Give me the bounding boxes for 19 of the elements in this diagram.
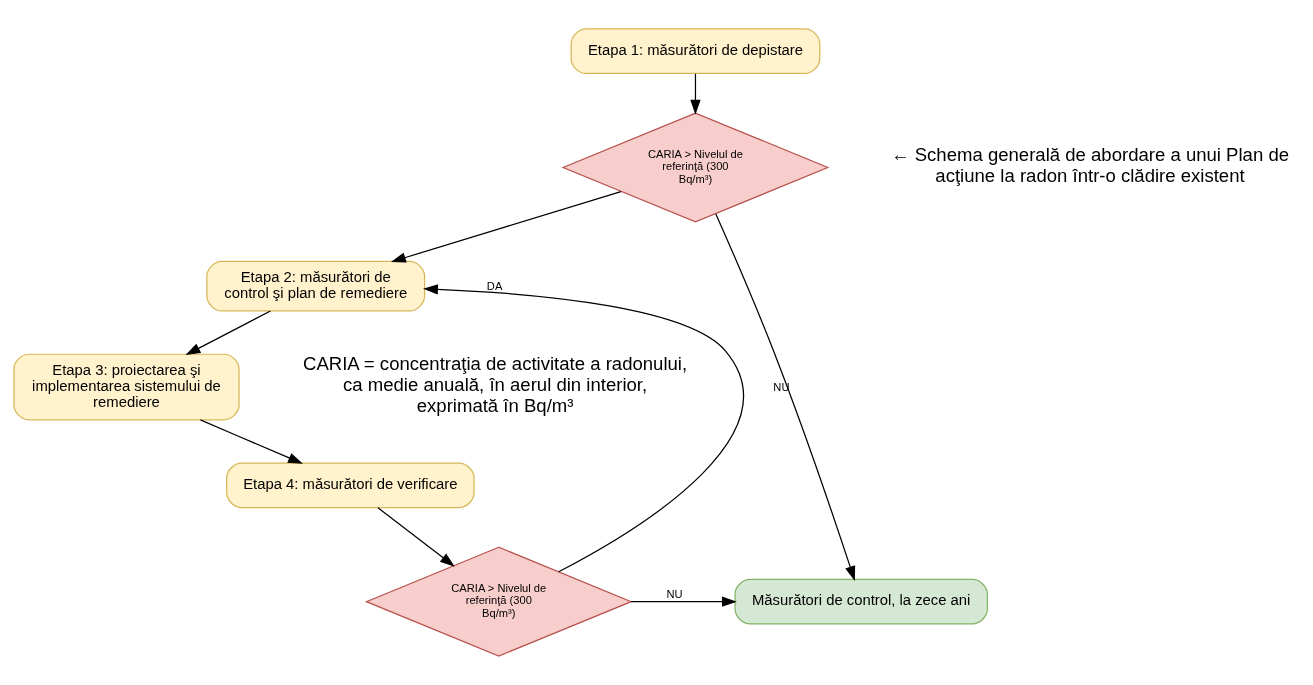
arrow <box>715 213 856 581</box>
node-box: Etapa 4: măsurători de verificare <box>226 462 475 509</box>
edge-label: DA <box>486 279 503 292</box>
arrow <box>377 507 455 567</box>
node-box: Etapa 2: măsurători de control şi plan de remediere <box>206 260 426 312</box>
arrow <box>423 284 744 573</box>
edge-label: NU <box>666 588 683 601</box>
arrow <box>630 596 737 607</box>
node-box: Etapa 3: proiectarea şi implementarea sistemului de remediere <box>13 353 240 421</box>
node-box: Etapa 1: măsurători de depistare <box>570 28 821 75</box>
label: ← Schema generală de abordare a unui Plan de acţiune la radon într-o clădire existent <box>891 144 1290 187</box>
label: CARIA = concentraţia de activitate a radonului, ca medie anuală, în aerul din interior, exprimată în Bq/m³ <box>303 353 688 417</box>
arrow <box>185 310 271 356</box>
node-diamond: CARIA > Nivelul de referinţă (300 Bq/m³) <box>364 546 633 657</box>
arrow <box>199 419 303 464</box>
arrow <box>390 190 622 263</box>
arrow <box>690 73 701 115</box>
node-diamond: CARIA > Nivelul de referinţă (300 Bq/m³) <box>561 112 830 223</box>
node-box: Măsurători de control, la zece ani <box>734 578 988 625</box>
